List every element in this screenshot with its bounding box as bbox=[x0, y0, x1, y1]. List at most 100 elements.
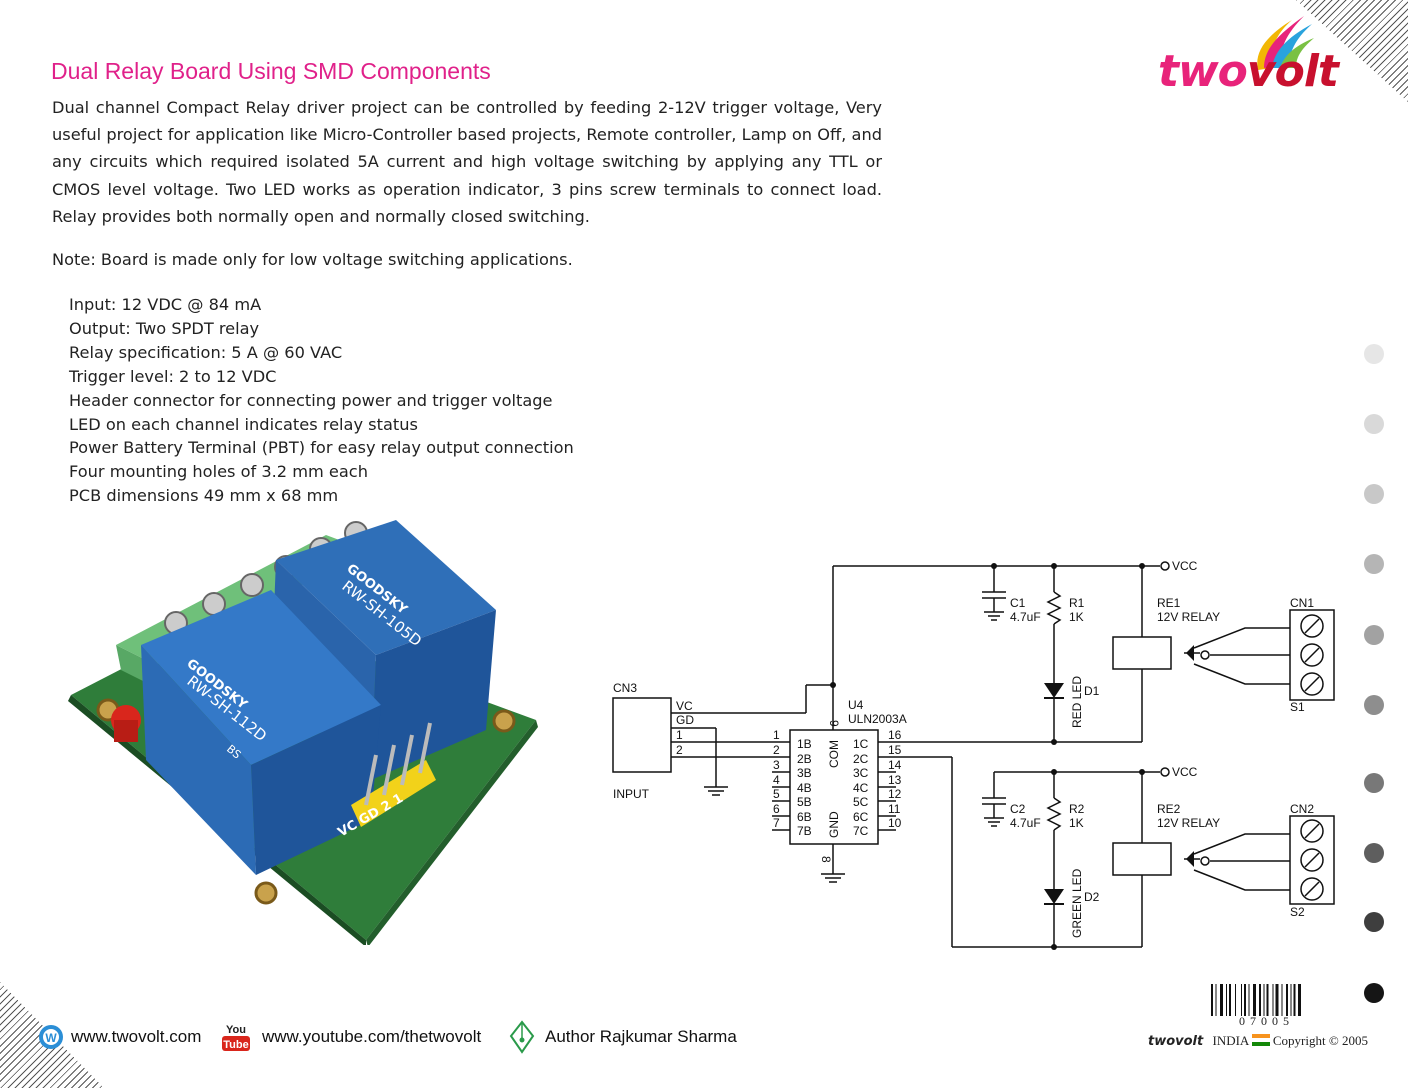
u4-pin: 6B bbox=[797, 810, 812, 824]
copyright-symbol: © bbox=[1328, 1033, 1339, 1048]
copyright-text: Copyright bbox=[1272, 1033, 1326, 1048]
u4-pin8: 8 bbox=[819, 856, 833, 863]
barcode-bar bbox=[1241, 984, 1242, 1016]
re1-label: RE1 bbox=[1157, 596, 1181, 610]
u4-gnd: GND bbox=[827, 811, 841, 838]
decorative-dot bbox=[1364, 414, 1384, 434]
cn3-pin: GD bbox=[676, 713, 694, 727]
c1-value: 4.7uF bbox=[1010, 610, 1041, 624]
india-flag-icon bbox=[1251, 1034, 1270, 1046]
cn3-pin: 2 bbox=[676, 743, 683, 757]
u4-pin: 4B bbox=[797, 781, 812, 795]
pen-nib-icon bbox=[509, 1020, 535, 1054]
c2-label: C2 bbox=[1010, 802, 1026, 816]
barcode-bar bbox=[1275, 984, 1279, 1016]
cn3-pin: 1 bbox=[676, 728, 683, 742]
cn3-label: CN3 bbox=[613, 681, 637, 695]
r1-value: 1K bbox=[1069, 610, 1084, 624]
copyright-line: twovolt INDIA Copyright © 2005 bbox=[1148, 1033, 1368, 1049]
u4-pin-num: 15 bbox=[888, 743, 902, 757]
spec-item: Input: 12 VDC @ 84 mA bbox=[69, 295, 262, 314]
barcode-bar bbox=[1263, 984, 1265, 1016]
logo-flame-icon bbox=[1257, 16, 1314, 70]
page-title: Dual Relay Board Using SMD Components bbox=[51, 58, 491, 84]
u4-pin-num: 7 bbox=[773, 816, 780, 830]
u4-pin-num: 14 bbox=[888, 758, 902, 772]
r1-label: R1 bbox=[1069, 596, 1085, 610]
spec-item: Header connector for connecting power an… bbox=[69, 390, 553, 410]
youtube-link[interactable]: www.youtube.com/thetwovolt bbox=[262, 1027, 482, 1046]
vcc2-label: VCC bbox=[1172, 765, 1198, 779]
barcode-bar bbox=[1211, 984, 1213, 1016]
footer-youtube[interactable]: You Tube www.youtube.com/thetwovolt bbox=[221, 1020, 481, 1054]
barcode-number: 07005 bbox=[1239, 1014, 1294, 1028]
u4-pin: 2C bbox=[853, 752, 869, 766]
decorative-dot bbox=[1364, 554, 1384, 574]
cn1-label: CN1 bbox=[1290, 596, 1314, 610]
u4-pin: 3B bbox=[797, 766, 812, 780]
u4-com: COM bbox=[827, 740, 841, 768]
barcode-bar bbox=[1235, 984, 1236, 1016]
decorative-dot bbox=[1364, 695, 1384, 715]
u4-pin-num: 10 bbox=[888, 816, 902, 830]
re2-value: 12V RELAY bbox=[1157, 816, 1220, 830]
barcode-bar bbox=[1215, 984, 1217, 1016]
spec-item: LED on each channel indicates relay stat… bbox=[69, 414, 418, 434]
re2-label: RE2 bbox=[1157, 802, 1181, 816]
u4-pin: 6C bbox=[853, 810, 869, 824]
u4-pin-num: 12 bbox=[888, 787, 902, 801]
author-text: Author Rajkumar Sharma bbox=[545, 1027, 737, 1046]
youtube-badge-top: You bbox=[226, 1024, 246, 1036]
u4-part: ULN2003A bbox=[848, 712, 907, 726]
u4-pin: 2B bbox=[797, 752, 812, 766]
u4-pin: 1B bbox=[797, 737, 812, 751]
circuit-schematic: VCC VCC C1 4.7uF C2 4.7uF R1 1K R2 1K RE… bbox=[612, 559, 1335, 950]
decorative-dot bbox=[1364, 843, 1384, 863]
u4-label: U4 bbox=[848, 698, 864, 712]
spec-item: Power Battery Terminal (PBT) for easy re… bbox=[69, 438, 574, 458]
website-link[interactable]: www.twovolt.com bbox=[71, 1027, 202, 1046]
u4-pin-num: 11 bbox=[888, 802, 901, 816]
decorative-dot-column bbox=[1364, 344, 1386, 1004]
u4-pin-num: 4 bbox=[773, 773, 780, 787]
note-text: Note: Board is made only for low voltage… bbox=[52, 250, 573, 269]
spec-item: Relay specification: 5 A @ 60 VAC bbox=[69, 342, 343, 362]
barcode-bar bbox=[1272, 984, 1274, 1016]
spec-item: PCB dimensions 49 mm x 68 mm bbox=[69, 486, 339, 506]
r2-label: R2 bbox=[1069, 802, 1085, 816]
cn3-pin: VC bbox=[676, 699, 693, 713]
u4-pin: 7C bbox=[853, 824, 869, 838]
vcc1-label: VCC bbox=[1172, 559, 1198, 573]
footer-website[interactable]: W www.twovolt.com bbox=[37, 1020, 201, 1054]
u4-pin-num: 5 bbox=[773, 787, 780, 801]
c1-label: C1 bbox=[1010, 596, 1026, 610]
barcode-bar bbox=[1290, 984, 1292, 1016]
u4-pin-num: 6 bbox=[773, 802, 780, 816]
spec-item: Output: Two SPDT relay bbox=[69, 318, 260, 338]
u4-pin-num: 3 bbox=[773, 758, 780, 772]
copyright-year: 2005 bbox=[1341, 1033, 1368, 1048]
barcode-bar bbox=[1226, 984, 1227, 1016]
decorative-dot bbox=[1364, 773, 1384, 793]
input-label: INPUT bbox=[613, 787, 650, 801]
u4-pin-num: 13 bbox=[888, 773, 902, 787]
copyright-country: INDIA bbox=[1212, 1033, 1249, 1048]
c2-value: 4.7uF bbox=[1010, 816, 1041, 830]
barcode-bar bbox=[1244, 984, 1246, 1016]
barcode-bar bbox=[1266, 984, 1269, 1016]
u4-pin: 7B bbox=[797, 824, 812, 838]
barcode-bar bbox=[1259, 984, 1261, 1016]
d2-label: D2 bbox=[1084, 890, 1100, 904]
decorative-dot bbox=[1364, 625, 1384, 645]
barcode-bar bbox=[1293, 984, 1296, 1016]
r2-value: 1K bbox=[1069, 816, 1084, 830]
spec-item: Trigger level: 2 to 12 VDC bbox=[69, 366, 277, 386]
decorative-dot bbox=[1364, 344, 1384, 364]
u4-pin9: 9 bbox=[827, 720, 841, 727]
barcode-bar bbox=[1220, 984, 1223, 1016]
barcode-bar bbox=[1281, 984, 1283, 1016]
footer-author: Author Rajkumar Sharma bbox=[507, 1020, 737, 1054]
decorative-dot bbox=[1364, 484, 1384, 504]
decorative-dot bbox=[1364, 983, 1384, 1003]
u4-pin-num: 16 bbox=[888, 728, 902, 742]
